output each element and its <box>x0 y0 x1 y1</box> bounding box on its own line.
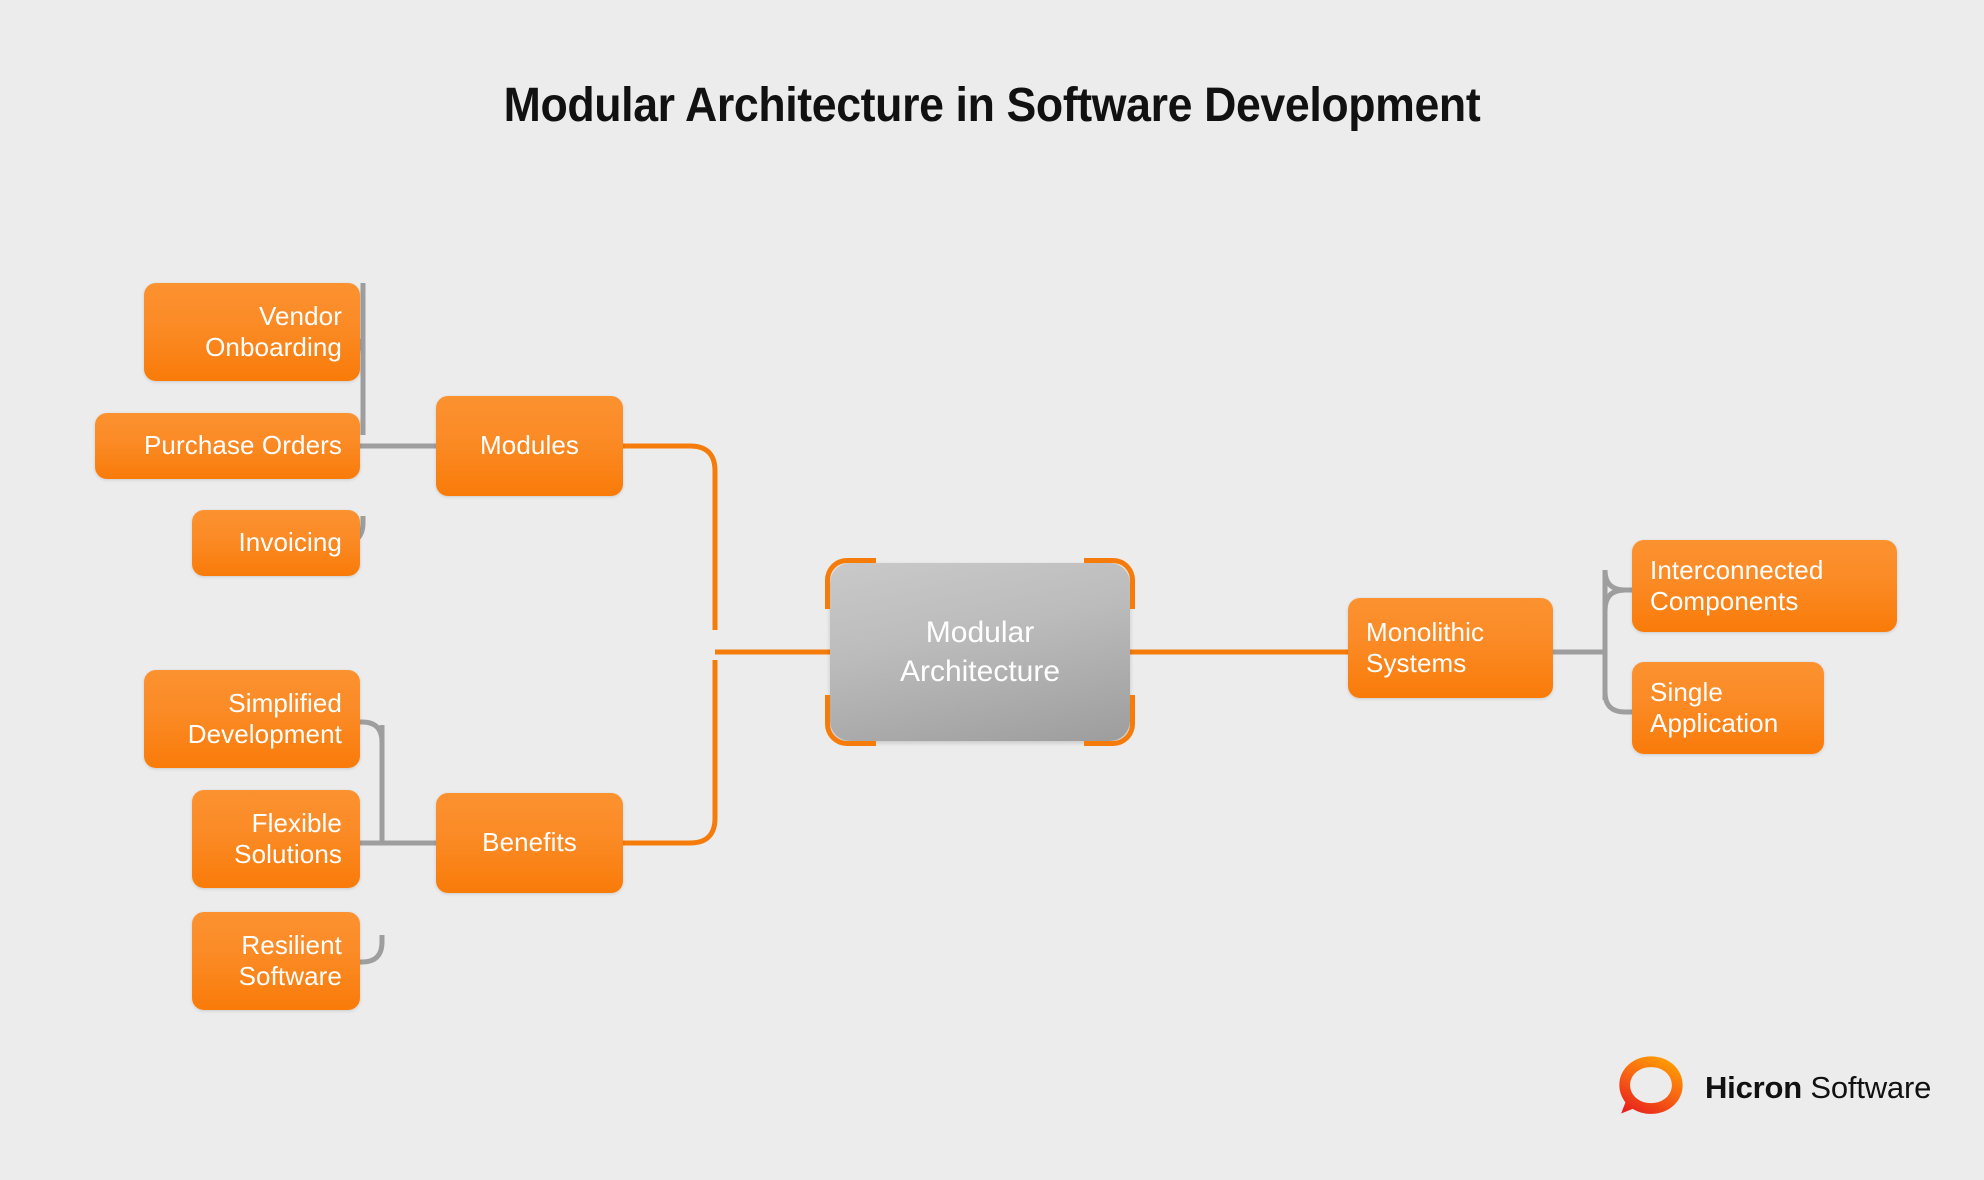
brand-name-bold: Hicron <box>1705 1070 1802 1105</box>
connector-orange-benefits <box>623 660 718 846</box>
node-label-line2: Solutions <box>234 839 342 869</box>
page-title: Modular Architecture in Software Develop… <box>503 79 1481 132</box>
node-label-line2: Development <box>187 719 342 749</box>
connector-interconnected-arm <box>1602 587 1632 611</box>
corner-accent-bottom-right <box>1084 695 1135 746</box>
connector-orange-modules <box>623 443 718 630</box>
corner-accent-bottom-left <box>825 695 876 746</box>
brand-logo: Hicron Software <box>1615 1052 1931 1124</box>
connector-interconnected <box>1602 569 1632 610</box>
node-label-line1: Vendor <box>258 300 342 331</box>
node-simplified-development[interactable]: Simplified Development <box>144 670 360 768</box>
node-label-line1: Purchase Orders <box>143 430 342 461</box>
node-label-line1: Flexible <box>251 807 342 838</box>
corner-accent-top-left <box>825 558 876 609</box>
node-label-line1: Invoicing <box>238 527 342 558</box>
node-invoicing[interactable]: Invoicing <box>192 510 360 576</box>
node-label-line2: Onboarding <box>205 332 342 362</box>
node-label: Modules <box>480 430 579 461</box>
center-label-line2: Architecture <box>899 655 1061 688</box>
node-vendor-onboarding[interactable]: Vendor Onboarding <box>144 283 360 381</box>
node-single-application[interactable]: Single Application <box>1632 662 1824 754</box>
node-label-line1: Interconnected <box>1650 554 1824 585</box>
node-label-line1: Resilient <box>241 929 342 960</box>
node-label-line1: Single <box>1650 676 1723 707</box>
node-modular-architecture[interactable]: Modular Architecture <box>825 558 1135 746</box>
corner-accent-top-right <box>1084 558 1135 609</box>
node-interconnected-components[interactable]: Interconnected Components <box>1632 540 1897 632</box>
node-resilient-software[interactable]: Resilient Software <box>192 912 360 1010</box>
node-purchase-orders[interactable]: Purchase Orders <box>95 413 360 479</box>
node-label-line2: Application <box>1650 708 1779 738</box>
node-label-line2: Software <box>238 961 342 991</box>
node-label-line1: Simplified <box>228 687 342 718</box>
node-benefits[interactable]: Benefits <box>436 793 623 893</box>
node-flexible-solutions[interactable]: Flexible Solutions <box>192 790 360 888</box>
node-modules[interactable]: Modules <box>436 396 623 496</box>
node-label: Benefits <box>482 827 577 858</box>
connector-interconnected-top <box>1602 587 1632 647</box>
node-label-line2: Systems <box>1366 648 1467 678</box>
node-label-line1: Monolithic <box>1366 616 1485 647</box>
brand-name-light: Software <box>1801 1070 1932 1105</box>
brand-name: Hicron Software <box>1705 1070 1931 1106</box>
connector-single-application <box>1602 660 1632 715</box>
hicron-ring-icon <box>1619 1056 1683 1114</box>
node-label-line2: Components <box>1650 586 1799 616</box>
center-label-line1: Modular <box>925 616 1035 649</box>
node-monolithic-systems[interactable]: Monolithic Systems <box>1348 598 1553 698</box>
